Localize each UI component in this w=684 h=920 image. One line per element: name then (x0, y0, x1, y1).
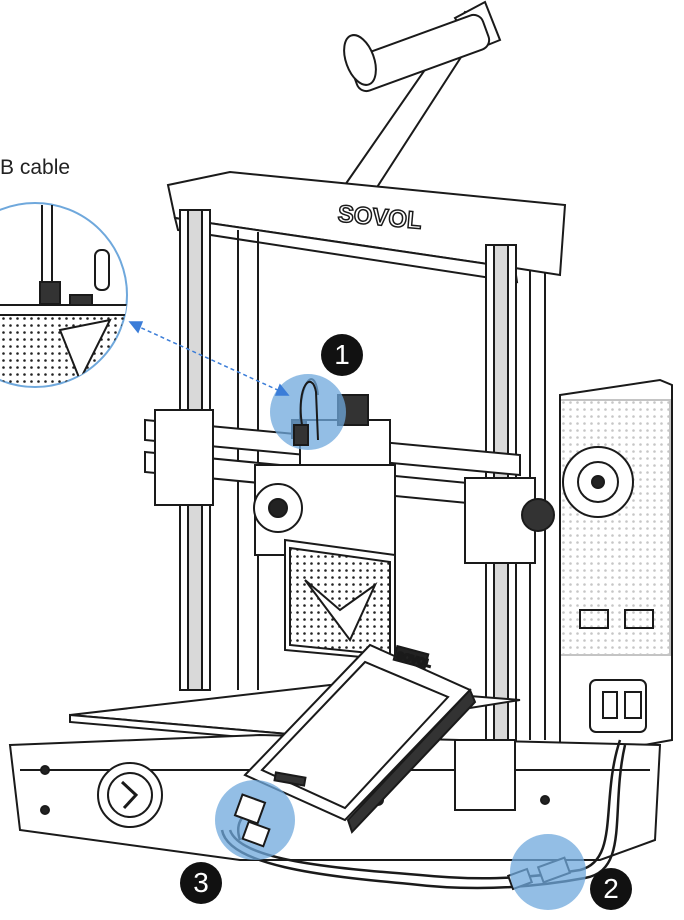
top-gantry: SOVOL (166, 170, 567, 284)
highlight-step-2 (510, 834, 586, 910)
frame-logo: SOVOL (337, 201, 423, 235)
power-supply (559, 378, 673, 762)
step-badge-2: 2 (590, 868, 632, 910)
cable-connector-3 (233, 793, 271, 848)
zoom-inset (0, 202, 128, 388)
highlight-step-1 (270, 374, 346, 450)
step-badge-3: 3 (180, 862, 222, 904)
mainboard-cover (284, 538, 396, 662)
display-unit: SOVOL (243, 643, 477, 834)
step-badge-1: 1 (321, 334, 363, 376)
inset-pointer-arrow (128, 321, 290, 396)
usb-plug (293, 380, 319, 446)
callout-label: B cable (0, 156, 71, 179)
spool-holder (343, 0, 502, 197)
